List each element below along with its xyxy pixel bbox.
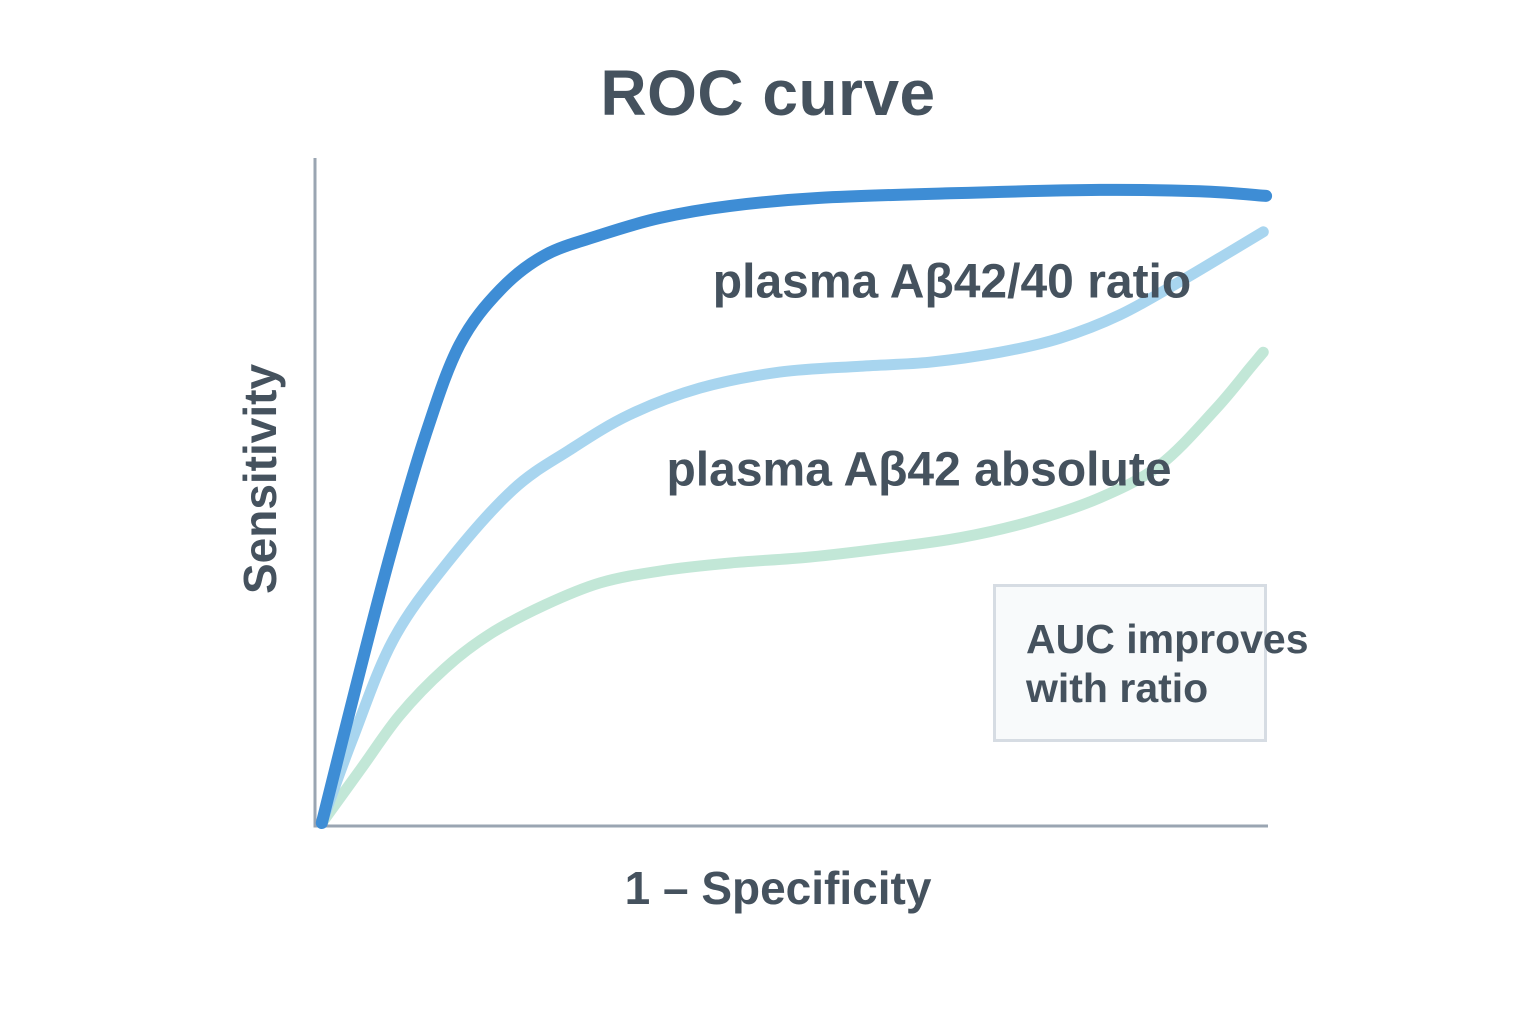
curve-label-absolute: plasma Aβ42 absolute <box>666 443 1172 497</box>
chart-title: ROC curve <box>600 57 936 129</box>
auc-annotation-box: AUC improves with ratio <box>993 584 1309 742</box>
curve-plasma-ab42-40-ratio <box>315 183 1273 829</box>
chart-axes <box>313 158 1268 828</box>
curve-label-ratio: plasma Aβ42/40 ratio <box>712 255 1192 309</box>
y-axis-label: Sensitivity <box>234 363 286 595</box>
x-axis-label: 1 – Specificity <box>624 862 932 914</box>
annotation-line-1: AUC improves <box>1026 616 1309 662</box>
curve-third-unlabeled-curve <box>316 346 1269 829</box>
annotation-line-2: with ratio <box>1026 665 1209 711</box>
curve-plasma-ab42-absolute <box>316 226 1269 829</box>
